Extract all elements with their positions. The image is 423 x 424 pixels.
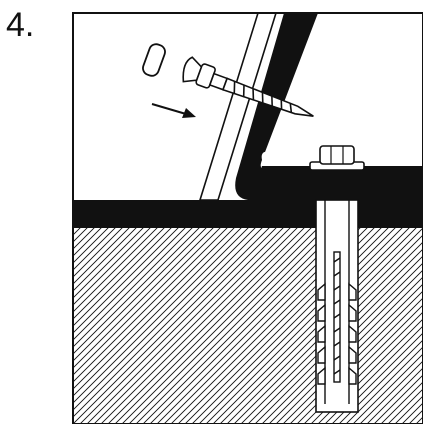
clamp-notch [261, 151, 300, 166]
screw-icon [182, 56, 314, 118]
wall-plug [317, 251, 357, 385]
direction-arrow-icon [151, 103, 196, 118]
screw-cap-icon [142, 43, 166, 77]
bolt-head [319, 145, 355, 165]
substrate-hatch [73, 228, 423, 424]
base-profile [73, 200, 423, 228]
diagram-frame [72, 12, 423, 424]
step-number: 4. [6, 6, 35, 44]
